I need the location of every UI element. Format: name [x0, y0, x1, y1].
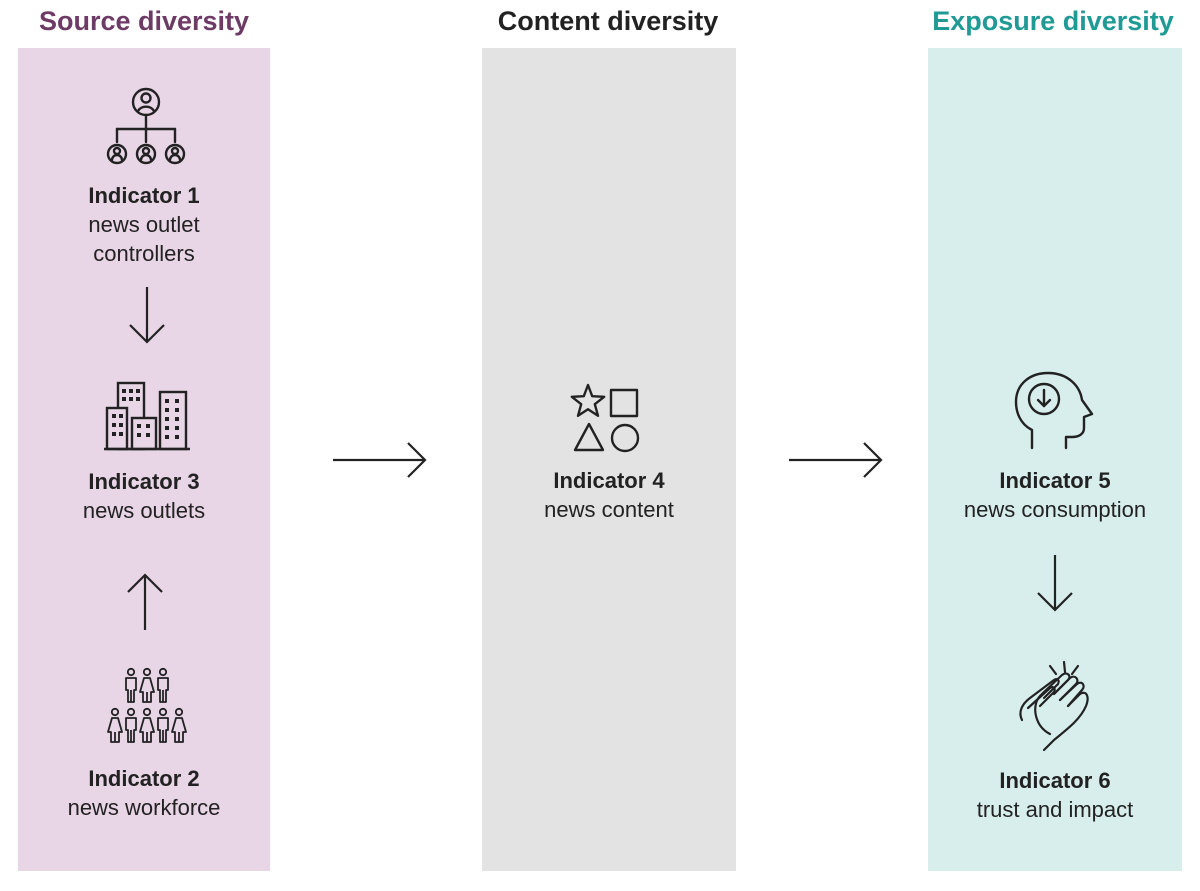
- arrow-up-2-to-3: [127, 573, 163, 630]
- indicator-5-desc: news consumption: [963, 497, 1147, 522]
- indicator-6-title: Indicator 6: [999, 768, 1111, 793]
- arrow-right-content-to-exposure: [789, 442, 883, 478]
- indicator-2: Indicator 2 news workforce: [18, 764, 270, 822]
- content-diversity-title: Content diversity: [497, 6, 719, 36]
- indicator-4-title: Indicator 4: [553, 468, 665, 493]
- source-diversity-title: Source diversity: [38, 6, 250, 36]
- indicator-1-desc-line2: controllers: [93, 241, 195, 266]
- indicator-3-desc: news outlets: [82, 498, 206, 523]
- indicator-6-desc: trust and impact: [976, 797, 1134, 822]
- arrow-down-1-to-3: [129, 287, 165, 344]
- exposure-diversity-title: Exposure diversity: [932, 6, 1174, 36]
- indicator-1: Indicator 1 news outlet controllers: [18, 181, 270, 268]
- indicator-2-desc: news workforce: [67, 795, 221, 820]
- indicator-1-title: Indicator 1: [88, 183, 200, 208]
- exposure-diversity-panel: [928, 48, 1182, 871]
- source-diversity-panel: [18, 48, 270, 871]
- arrow-down-5-to-6: [1037, 555, 1073, 612]
- indicator-5: Indicator 5 news consumption: [928, 466, 1182, 524]
- buildings-icon: [104, 381, 190, 451]
- indicator-4-desc: news content: [544, 497, 674, 522]
- org-chart-icon: [106, 87, 186, 165]
- indicator-4: Indicator 4 news content: [482, 466, 736, 524]
- content-diversity-panel: [482, 48, 736, 871]
- indicator-1-desc-line1: news outlet: [88, 212, 200, 237]
- shapes-icon: [570, 383, 640, 453]
- head-icon: [1014, 371, 1094, 450]
- clapping-hands-icon: [1019, 660, 1089, 752]
- people-group-icon: [107, 667, 187, 743]
- arrow-right-source-to-content: [333, 442, 427, 478]
- indicator-3: Indicator 3 news outlets: [18, 467, 270, 525]
- indicator-3-title: Indicator 3: [88, 469, 200, 494]
- indicator-5-title: Indicator 5: [999, 468, 1111, 493]
- indicator-2-title: Indicator 2: [88, 766, 200, 791]
- indicator-6: Indicator 6 trust and impact: [928, 766, 1182, 824]
